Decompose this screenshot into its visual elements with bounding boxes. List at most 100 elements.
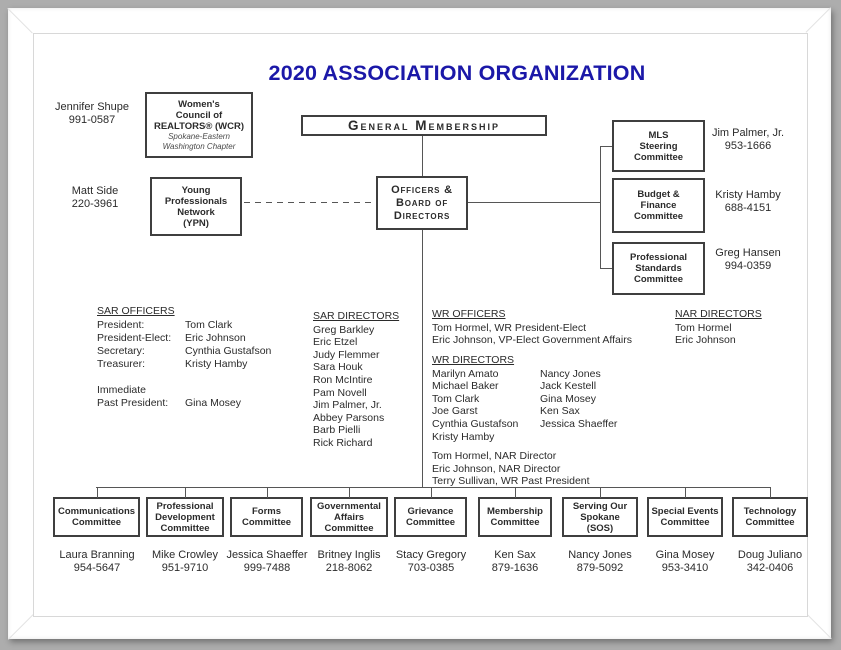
committee-title-line: Grievance	[407, 506, 454, 517]
roster-member: Abbey Parsons	[313, 411, 385, 424]
committee-title-line: Governmental	[317, 500, 381, 512]
connector-committee-stub	[685, 487, 686, 498]
officer-title: Immediate	[97, 383, 147, 396]
text-line: Committee	[633, 211, 684, 222]
connector-committee-stub	[267, 487, 268, 498]
roster-member: Pam Novell	[313, 386, 367, 399]
chair-name: Nancy Jones	[568, 549, 632, 561]
chair-phone: 342-0406	[746, 562, 794, 574]
text-line: Officers &	[391, 183, 453, 196]
committee-title-line: Committee	[405, 517, 456, 528]
connector-officers-bottom	[422, 230, 423, 488]
contact-phone: 220-3961	[71, 198, 119, 210]
text-line: Finance	[640, 200, 677, 211]
text-line: Network	[177, 206, 215, 218]
text-line: Washington Chapter	[162, 141, 236, 151]
contact-phone: 994-0359	[724, 260, 772, 272]
text-line: Spokane-Eastern	[168, 132, 230, 141]
budget-contact: Kristy Hamby 688-4151	[702, 189, 794, 215]
contact-name: Matt Side	[71, 185, 119, 197]
chair-phone: 879-1636	[491, 562, 539, 574]
officer-name: Kristy Hamby	[185, 357, 248, 370]
text-line: Professionals	[164, 195, 228, 207]
roster-member: Tom Hormel, WR President-Elect	[432, 321, 587, 334]
officer-name: Gina Mosey	[185, 396, 242, 409]
committee-title-line: Committee	[241, 517, 292, 528]
committee-title-line: Forms	[251, 506, 282, 517]
committee-title-line: Committee	[490, 517, 540, 528]
officer-row: Secretary: Cynthia Gustafson	[97, 345, 322, 358]
chair-name: Britney Inglis	[317, 549, 381, 561]
text-line: Budget &	[637, 189, 680, 200]
officer-row: Treasurer:Kristy Hamby	[97, 358, 322, 371]
roster-member: Ken Sax	[540, 405, 580, 418]
connector-committee-stub	[349, 487, 350, 498]
roster-heading: WR DIRECTORS	[432, 354, 515, 366]
text-line: Steering	[639, 140, 678, 152]
officer-title: President-Elect:	[97, 331, 172, 344]
connector-mls-stub	[600, 146, 612, 147]
text-line: Council of	[175, 110, 223, 121]
roster-member: Rick Richard	[313, 436, 373, 449]
roster-member: Tom Clark	[432, 392, 480, 405]
committee-title-line: Serving Our	[572, 500, 628, 512]
chair-name: Stacy Gregory	[395, 549, 467, 561]
chair-name: Mike Crowley	[151, 549, 218, 561]
roster-member: Eric Johnson	[675, 334, 736, 347]
text-line: Young	[181, 184, 211, 196]
roster-member: Eric Johnson, NAR Director	[432, 462, 561, 475]
roster-member: Judy Flemmer	[313, 348, 380, 361]
general-membership-label: General Membership	[347, 118, 500, 133]
connector-bottom-rail	[96, 487, 770, 488]
roster-member: Tom Hormel	[675, 321, 732, 334]
roster-member: Jack Kestell	[540, 380, 597, 393]
connector-committee-stub	[97, 487, 98, 498]
roster-member: Tom Hormel, NAR Director	[432, 450, 557, 463]
officer-title: Secretary:	[97, 344, 145, 357]
page-title: 2020 ASSOCIATION ORGANIZATION	[268, 61, 646, 85]
connector-profstd-stub	[600, 268, 612, 269]
committee-title-line: (SOS)	[586, 522, 614, 534]
roster-member: Gina Mosey	[540, 392, 597, 405]
officer-name: Cynthia Gustafson	[185, 344, 272, 357]
committee-title-line: Communications	[57, 506, 136, 517]
officer-row: President-Elect:Eric Johnson	[97, 332, 322, 345]
roster-member: Cynthia Gustafson	[432, 417, 519, 430]
roster-heading: NAR DIRECTORS	[675, 308, 762, 320]
text-line: REALTORS® (WCR)	[153, 121, 245, 132]
committee-title-line: Special Events	[651, 506, 719, 517]
contact-phone: 991-0587	[68, 114, 116, 126]
contact-name: Jim Palmer, Jr.	[711, 127, 785, 139]
contact-phone: 953-1666	[724, 140, 772, 152]
connector-committee-stub	[770, 487, 771, 498]
mls-contact: Jim Palmer, Jr. 953-1666	[702, 127, 794, 153]
general-membership-box: General Membership	[301, 115, 547, 136]
roster-member: Michael Baker	[432, 380, 499, 393]
connector-committee-stub	[185, 487, 186, 498]
text-line: Committee	[633, 151, 684, 163]
profstd-contact: Greg Hansen 994-0359	[702, 247, 794, 273]
